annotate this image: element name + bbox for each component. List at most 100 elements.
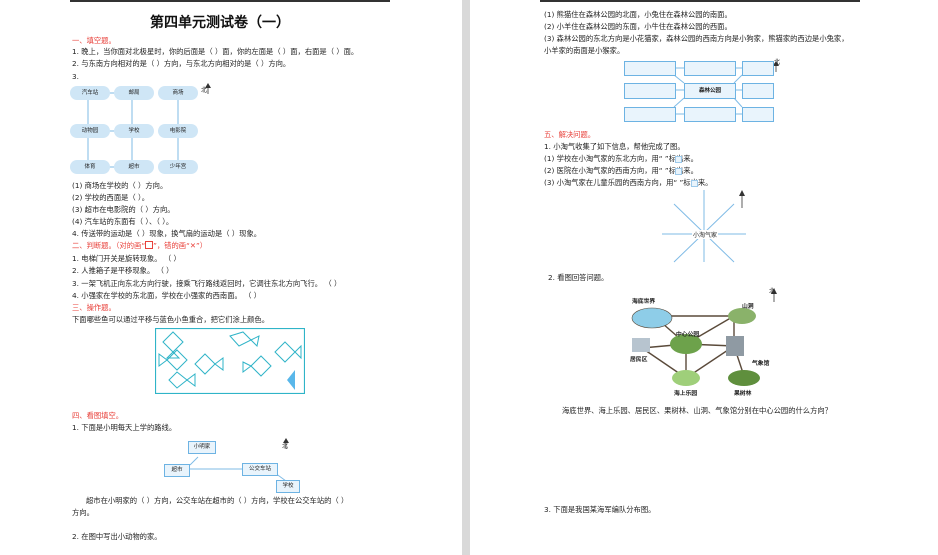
forest-box-sw bbox=[624, 107, 676, 122]
question-4: 4. 传送带的运动是（ ）现象，换气扇的运动是（ ）现象。 bbox=[72, 229, 262, 238]
section-picture-fill: 四、看图填空。 bbox=[72, 411, 124, 420]
place-cinema: 电影院 bbox=[158, 124, 198, 138]
tf-item-2: 2. 人推箱子是平移现象。 （ ） bbox=[72, 266, 174, 275]
problem-1-item-2: (2) 医院在小淘气家的西南方向，用“ ”标出来。 bbox=[544, 166, 698, 175]
route-text-1: 超市在小明家的（ ）方向，公交车站在超市的（ ）方向，学校在公交车站的（ ） bbox=[86, 496, 349, 505]
problem-1-item-3: (3) 小淘气家在儿童乐园的西南方向，用“ ”标出来。 bbox=[544, 178, 713, 187]
question-3: 3. bbox=[72, 72, 79, 81]
fish-icon-3 bbox=[194, 353, 224, 375]
check-box-icon bbox=[145, 241, 154, 249]
route-lines: 北 bbox=[189, 438, 289, 482]
scenic-map: 北 海底世界 山洞 中心公园 居民区 气象馆 海上乐园 果树林 bbox=[624, 286, 784, 402]
fish-icon-2 bbox=[158, 349, 188, 371]
right-page: (1) 熊猫住在森林公园的北面，小兔住在森林公园的南面。 (2) 小羊住在森林公… bbox=[470, 0, 938, 555]
section-operation: 三、操作题。 bbox=[72, 303, 116, 312]
map-grid-1: 北 汽车站 邮局 商场 动物园 学校 电影院 体育 超市 少年宫 bbox=[70, 82, 220, 178]
q3-item-3: (3) 超市在电影院的（ ）方向。 bbox=[72, 205, 175, 214]
tf-item-3: 3. 一架飞机正向东北方向行驶，接乘飞行路线返回时，它调往东北方向飞行。 （ ） bbox=[72, 279, 342, 288]
weather-station-icon bbox=[726, 336, 744, 356]
page-title: 第四单元测试卷（一） bbox=[150, 15, 290, 31]
tf-item-4: 4. 小强家在学校的东北面，学校在小强家的西南面。 （ ） bbox=[72, 291, 262, 300]
q3-item-4: (4) 汽车站的东面有（ ）、（ ）。 bbox=[72, 217, 174, 226]
forest-box-ne bbox=[742, 61, 774, 76]
section-true-false: 二、判断题。（对的画“ ”，错的画“✕”） bbox=[72, 241, 207, 251]
central-park-icon bbox=[670, 334, 702, 354]
forest-grid: 北 森林公园 bbox=[624, 58, 784, 124]
place-bus-station: 汽车站 bbox=[70, 86, 110, 100]
top-rule-right bbox=[540, 0, 860, 2]
north-label-forest: 北 bbox=[774, 59, 781, 66]
scenic-roads bbox=[631, 288, 777, 386]
fish-icon-4 bbox=[229, 331, 260, 348]
section-solve: 五、解决问题。 bbox=[544, 130, 596, 139]
cave-icon bbox=[728, 308, 756, 324]
forest-box-w bbox=[624, 83, 676, 99]
route-text-2: 方向。 bbox=[72, 508, 94, 517]
left-page: 第四单元测试卷（一） 一、填空题。 1. 晚上，当你面对北极星时，你的后面是（ … bbox=[0, 0, 462, 555]
sea-world-icon bbox=[631, 307, 673, 329]
sea-park-icon bbox=[672, 370, 700, 386]
label-central-park: 中心公园 bbox=[676, 332, 700, 338]
school-marker-icon bbox=[675, 156, 682, 163]
question-1: 1. 晚上，当你面对北极星时，你的后面是（ ）面，你的左面是（ ）面，右面是（ … bbox=[72, 47, 359, 56]
place-youth-palace: 少年宫 bbox=[158, 160, 198, 174]
route-supermarket: 超市 bbox=[164, 464, 190, 477]
forest-box-nw bbox=[624, 61, 676, 76]
north-arrow-scenic bbox=[771, 288, 777, 294]
fish-icon-blue bbox=[287, 370, 295, 390]
label-residential: 居民区 bbox=[630, 357, 648, 363]
fish-icon-1 bbox=[162, 331, 184, 359]
residential-icon bbox=[632, 338, 650, 352]
forest-box-s bbox=[684, 107, 736, 122]
route-bus-stop: 公交车站 bbox=[242, 463, 278, 476]
question-2: 2. 与东南方向相对的是（ ）方向，与东北方向相对的是（ ）方向。 bbox=[72, 59, 291, 68]
question-route: 1. 下面是小明每天上学的路线。 bbox=[72, 423, 177, 432]
forest-box-e bbox=[742, 83, 774, 99]
clue-4: 小羊家的南面是小猴家。 bbox=[544, 46, 625, 55]
place-post-office: 邮局 bbox=[114, 86, 154, 100]
section-true-false-tail: ”，错的画“✕”） bbox=[153, 241, 208, 250]
home-marker-icon bbox=[691, 180, 698, 187]
section-fill-blank: 一、填空题。 bbox=[72, 36, 116, 45]
fish-figure bbox=[155, 328, 305, 394]
north-label-route: 北 bbox=[282, 442, 288, 450]
clue-3: (3) 森林公园的东北方向是小花猫家，森林公园的西南方向是小狗家，熊猫家的西边是… bbox=[544, 34, 849, 43]
fish-icon-7 bbox=[168, 371, 196, 389]
problem-2-question: 海底世界、海上乐园、居民区、果树林、山洞、气象馆分别在中心公园的什么方向？ bbox=[562, 406, 832, 415]
place-zoo: 动物园 bbox=[70, 124, 110, 138]
hospital-marker-icon bbox=[675, 168, 682, 175]
problem-3: 3. 下面是我国某海军编队分布图。 bbox=[544, 505, 656, 514]
route-home: 小明家 bbox=[188, 441, 216, 454]
fish-icon-6 bbox=[274, 341, 302, 363]
q3-item-2: (2) 学校的西面是（ ）。 bbox=[72, 193, 149, 202]
forest-box-n bbox=[684, 61, 736, 76]
top-rule bbox=[70, 0, 390, 2]
operation-text: 下面哪些鱼可以通过平移与蓝色小鱼重合，把它们涂上颜色。 bbox=[72, 315, 270, 324]
forest-park-center: 森林公园 bbox=[684, 83, 736, 99]
place-sports: 体育 bbox=[70, 160, 110, 174]
compass-star bbox=[662, 190, 746, 263]
home-center-label: 小淘气家 bbox=[692, 230, 719, 239]
label-orchard: 果树林 bbox=[734, 391, 752, 397]
place-school: 学校 bbox=[114, 124, 154, 138]
route-school: 学校 bbox=[276, 480, 300, 493]
fish-icon-5 bbox=[242, 355, 272, 377]
orchard-icon bbox=[728, 370, 760, 386]
clue-1: (1) 熊猫住在森林公园的北面，小兔住在森林公园的南面。 bbox=[544, 10, 732, 19]
question-animal-home: 2. 在图中写出小动物的家。 bbox=[72, 532, 162, 541]
route-diagram: 北 小明家 超市 公交车站 学校 bbox=[160, 437, 310, 495]
label-cave: 山洞 bbox=[742, 304, 754, 310]
q3-item-1: (1) 商场在学校的（ ）方向。 bbox=[72, 181, 168, 190]
problem-2: 2. 看图回答问题。 bbox=[548, 273, 609, 282]
place-supermarket: 超市 bbox=[114, 160, 154, 174]
label-sea-world: 海底世界 bbox=[632, 299, 656, 305]
clue-2: (2) 小羊住在森林公园的东面，小牛住在森林公园的西面。 bbox=[544, 22, 732, 31]
north-arrow-route bbox=[283, 438, 289, 443]
north-label-scenic: 北 bbox=[769, 288, 776, 295]
problem-1-item-1: (1) 学校在小淘气家的东北方向，用“ ”标出来。 bbox=[544, 154, 698, 163]
label-weather-station: 气象馆 bbox=[752, 361, 770, 367]
north-label-1: 北 bbox=[201, 86, 207, 94]
problem-1: 1. 小淘气收集了如下信息，帮他完成了图。 bbox=[544, 142, 685, 151]
label-sea-park: 海上乐园 bbox=[674, 391, 698, 397]
section-true-false-head: 二、判断题。（对的画“ bbox=[72, 241, 146, 250]
